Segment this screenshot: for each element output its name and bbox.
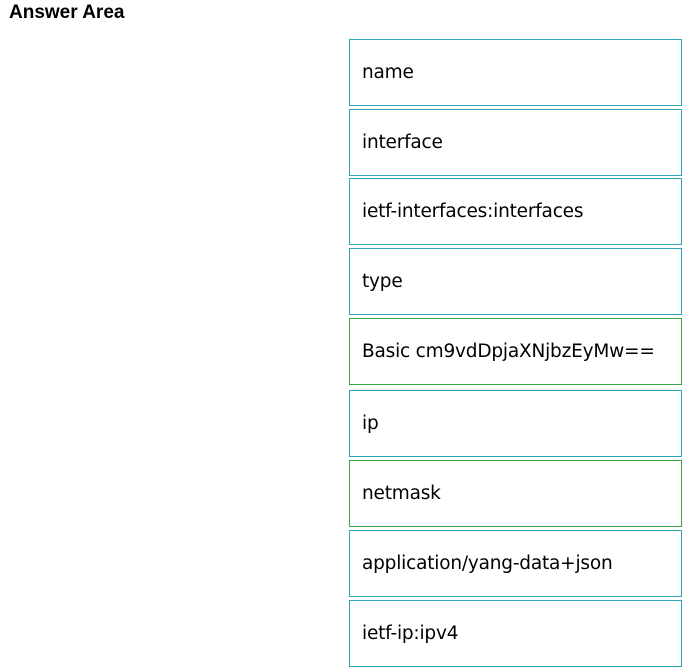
answer-area-title: Answer Area — [9, 2, 125, 23]
answer-option-basic-auth[interactable]: Basic cm9vdDpjaXNjbzEyMw== — [349, 318, 682, 385]
answer-option-content-type[interactable]: application/yang-data+json — [349, 530, 682, 597]
answer-option-ietf-ip[interactable]: ietf-ip:ipv4 — [349, 600, 682, 667]
answer-option-netmask[interactable]: netmask — [349, 460, 682, 527]
answer-option-name[interactable]: name — [349, 39, 682, 106]
answer-option-ietf-interfaces[interactable]: ietf-interfaces:interfaces — [349, 178, 682, 245]
answer-option-ip[interactable]: ip — [349, 390, 682, 457]
answer-option-interface[interactable]: interface — [349, 109, 682, 176]
answer-option-type[interactable]: type — [349, 248, 682, 315]
